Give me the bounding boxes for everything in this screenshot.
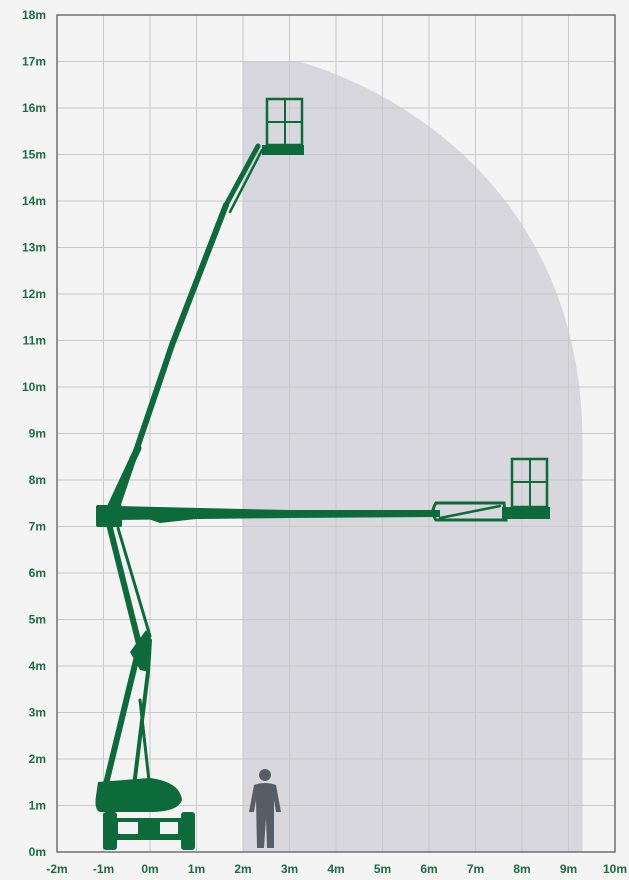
y-tick-label: 1m xyxy=(29,799,46,813)
main-boom-elevated xyxy=(113,342,175,513)
y-tick-label: 18m xyxy=(22,8,46,22)
y-tick-label: 15m xyxy=(22,148,46,162)
boom-cylinder-horizontal xyxy=(140,512,205,523)
boom-cylinder xyxy=(127,437,143,473)
chassis-window xyxy=(160,822,178,834)
person-head xyxy=(259,769,271,781)
x-tick-label: 4m xyxy=(327,862,344,876)
y-tick-label: 13m xyxy=(22,241,46,255)
lower-boom-cylinder xyxy=(132,670,150,788)
y-tick-label: 0m xyxy=(29,845,46,859)
x-axis-labels: -2m -1m 0m 1m 2m 3m 4m 5m 6m 7m 8m 9m 10m xyxy=(46,862,627,876)
x-tick-label: 8m xyxy=(513,862,530,876)
y-tick-label: 8m xyxy=(29,473,46,487)
y-tick-label: 9m xyxy=(29,427,46,441)
riser-arm-link xyxy=(116,526,152,638)
y-tick-label: 16m xyxy=(22,101,46,115)
jib-link xyxy=(438,504,502,520)
x-tick-label: 2m xyxy=(234,862,251,876)
x-tick-label: 6m xyxy=(420,862,437,876)
x-tick-label: 9m xyxy=(560,862,577,876)
boom-lift-icon xyxy=(95,97,550,850)
working-envelope-layer xyxy=(243,61,583,852)
x-tick-label: -1m xyxy=(93,862,114,876)
jib-elevated xyxy=(223,143,261,208)
x-tick-label: 1m xyxy=(188,862,205,876)
y-tick-label: 12m xyxy=(22,287,46,301)
x-tick-label: 3m xyxy=(281,862,298,876)
y-tick-label: 10m xyxy=(22,380,46,394)
lower-boom-cylinder xyxy=(138,698,152,792)
jib-link xyxy=(228,148,264,214)
working-envelope-area xyxy=(243,61,583,852)
y-tick-label: 5m xyxy=(29,613,46,627)
person-silhouette-icon xyxy=(249,769,281,848)
y-tick-label: 2m xyxy=(29,752,46,766)
plot-frame xyxy=(56,14,616,853)
platform-floor-horizontal xyxy=(502,507,550,519)
boom-knuckle xyxy=(130,630,152,672)
turret xyxy=(95,778,182,812)
y-axis-labels: 0m 1m 2m 3m 4m 5m 6m 7m 8m 9m 10m 11m 12m 13m 14m 15m 16… xyxy=(22,8,46,859)
y-tick-label: 7m xyxy=(29,520,46,534)
chassis-window xyxy=(118,822,138,834)
y-tick-label: 4m xyxy=(29,659,46,673)
person-body xyxy=(249,783,281,848)
lower-boom xyxy=(103,649,141,787)
y-tick-label: 11m xyxy=(23,334,46,348)
y-tick-label: 14m xyxy=(22,194,46,208)
jib-horizontal xyxy=(431,501,508,522)
main-boom-elevated xyxy=(169,202,229,348)
x-tick-label: 0m xyxy=(141,862,158,876)
x-tick-label: 5m xyxy=(374,862,391,876)
riser-arm xyxy=(105,517,143,651)
x-tick-label: 7m xyxy=(467,862,484,876)
y-tick-label: 3m xyxy=(29,706,46,720)
platform-floor-elevated xyxy=(262,145,304,155)
y-tick-label: 17m xyxy=(22,55,46,69)
y-tick-label: 6m xyxy=(29,566,46,580)
x-tick-label: -2m xyxy=(46,862,67,876)
x-tick-label: 10m xyxy=(603,862,627,876)
